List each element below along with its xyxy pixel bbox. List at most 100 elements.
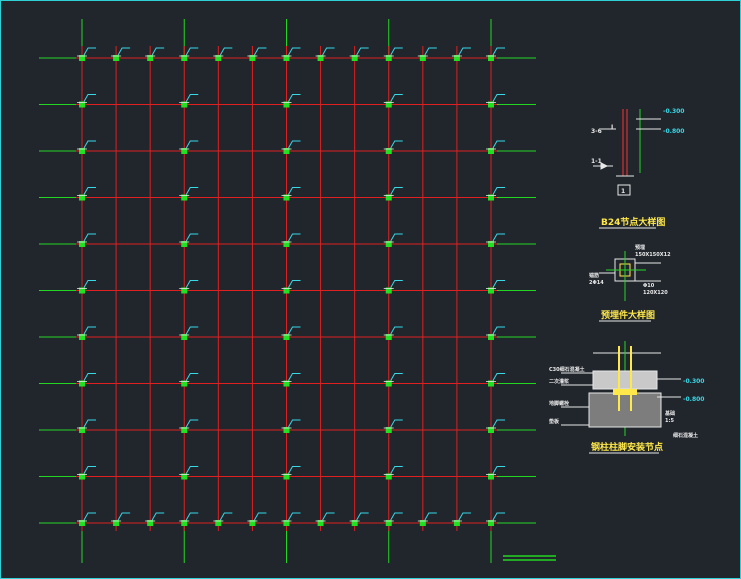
detail-b24-annot-6: 1 <box>621 188 625 195</box>
column-tag-leader <box>83 326 96 335</box>
column-tag-leader <box>83 512 96 521</box>
column-tag-leader <box>83 280 96 288</box>
column-tag-leader <box>492 466 505 474</box>
column-tag-leader <box>253 512 267 521</box>
column-tag-leader <box>288 419 301 428</box>
detail-base-annot-9: 细石混凝土 <box>673 432 698 439</box>
column-tag-leader <box>83 466 96 474</box>
column-marker <box>283 101 290 108</box>
column-tag-leader <box>288 373 301 381</box>
column-marker <box>488 334 494 340</box>
column-tag-leader <box>322 47 335 56</box>
column-tag-leader <box>83 47 96 56</box>
column-tag-leader <box>219 512 233 521</box>
column-marker <box>113 520 120 526</box>
column-marker <box>453 520 460 526</box>
column-tag-leader <box>288 280 301 288</box>
column-marker <box>181 427 188 433</box>
column-marker <box>283 427 290 433</box>
column-marker <box>488 380 494 387</box>
column-tag-leader <box>83 373 96 381</box>
column-marker <box>385 520 392 526</box>
detail-b24-annot-5: 1-1 <box>591 158 602 165</box>
column-tag-leader <box>390 326 403 335</box>
column-marker <box>283 241 290 247</box>
column-marker <box>488 427 494 433</box>
column-marker <box>283 287 290 294</box>
column-marker <box>79 334 85 340</box>
column-marker <box>488 287 494 294</box>
column-marker <box>385 427 392 433</box>
detail-embed-annot-3: 锚筋 <box>589 272 599 279</box>
column-marker <box>181 287 188 294</box>
column-marker <box>283 520 290 526</box>
column-marker <box>79 101 85 108</box>
column-tag-leader <box>185 140 199 149</box>
column-tag-leader <box>492 326 505 335</box>
column-marker <box>113 55 120 61</box>
column-tag-leader <box>83 140 96 149</box>
column-marker <box>385 334 392 340</box>
column-tag-leader <box>219 47 233 56</box>
column-tag-leader <box>185 233 199 242</box>
column-tag-leader <box>185 466 199 474</box>
detail-base-annot-1: C30细石混凝土 <box>549 366 585 373</box>
column-tag-leader <box>492 233 505 242</box>
detail-embed-title: 预埋件大样图 <box>601 309 655 321</box>
column-marker <box>181 55 188 61</box>
column-marker <box>488 194 494 201</box>
detail-base-annot-2: 二次灌浆 <box>549 378 570 385</box>
column-tag-leader <box>83 187 96 195</box>
detail-embed-annot-1: 预埋 <box>635 244 645 251</box>
column-marker <box>181 334 188 340</box>
column-marker <box>317 55 324 61</box>
column-marker <box>419 520 426 526</box>
column-marker <box>419 55 426 61</box>
column-marker <box>147 55 154 61</box>
column-marker <box>385 287 392 294</box>
detail-column-base-drawing <box>561 341 681 436</box>
column-marker <box>317 520 324 526</box>
column-tag-leader <box>390 419 403 428</box>
column-tag-leader <box>83 94 96 102</box>
column-tag-leader <box>492 47 505 56</box>
column-tag-leader <box>151 512 165 521</box>
column-marker <box>385 380 392 387</box>
column-tag-leader <box>322 512 335 521</box>
column-marker <box>79 427 85 433</box>
column-marker <box>385 101 392 108</box>
column-marker <box>181 473 188 480</box>
column-tag-leader <box>185 280 199 288</box>
column-marker <box>283 55 290 61</box>
column-marker <box>488 148 494 154</box>
column-tag-leader <box>356 512 369 521</box>
column-tag-leader <box>185 94 199 102</box>
detail-embed-annot-5: Φ10 <box>643 283 655 289</box>
column-marker <box>79 194 85 201</box>
detail-embed-drawing <box>599 251 661 301</box>
column-marker <box>351 520 358 526</box>
column-tag-leader <box>458 47 471 56</box>
column-marker <box>385 148 392 154</box>
column-tag-leader <box>390 47 403 56</box>
column-marker <box>488 55 494 61</box>
column-marker <box>385 241 392 247</box>
column-marker <box>181 148 188 154</box>
column-marker <box>453 55 460 61</box>
column-tag-leader <box>390 233 403 242</box>
column-tag-leader <box>390 187 403 195</box>
detail-b24-annot-2: -0.800 <box>663 128 684 135</box>
column-marker <box>181 380 188 387</box>
detail-embed-annot-2: 150X150X12 <box>635 252 671 258</box>
column-tag-leader <box>288 94 301 102</box>
column-tag-leader <box>492 419 505 428</box>
detail-b24-annot-3: 3-6 <box>591 128 602 135</box>
column-marker <box>181 194 188 201</box>
column-marker <box>488 101 494 108</box>
column-marker <box>385 473 392 480</box>
column-tag-leader <box>390 280 403 288</box>
column-tag-leader <box>424 47 437 56</box>
column-marker <box>385 55 392 61</box>
